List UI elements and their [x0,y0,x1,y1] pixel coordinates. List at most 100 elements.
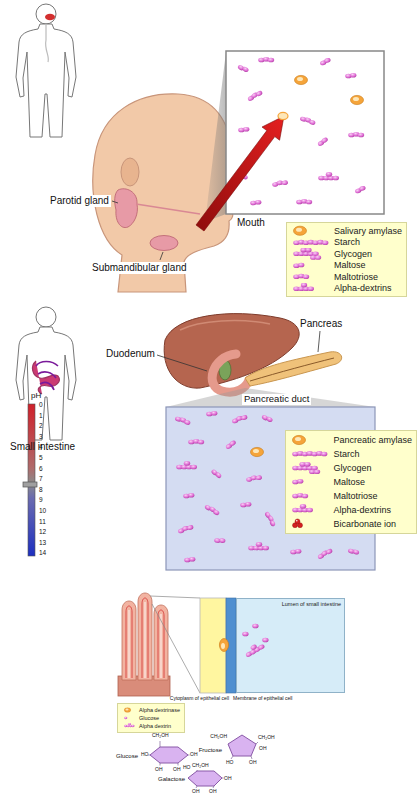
chem-group: HO [141,752,149,758]
maltotriose-molecule [246,474,263,482]
legend-sample-shape [124,717,127,719]
legend-box: Salivary amylaseStarchGlycogenMaltoseMal… [286,222,407,297]
legend-box: Alpha dextrinaseGlucoseAlpha dextrin [117,703,185,733]
ph-value: 9 [39,496,43,503]
maltose-molecule [345,73,356,78]
chem-group: OH [249,760,257,766]
salivary-amylase [351,95,364,104]
maltotriose-molecule [177,524,194,535]
legend-sample [290,433,330,447]
ph-value: 13 [39,539,46,546]
ph-value: 11 [39,518,46,525]
parotid-duct [136,204,200,214]
sugar-name: Fructose [199,747,222,754]
ph-value: 3 [39,433,43,440]
ph-value: 14 [39,549,46,556]
legend-sample [291,283,331,295]
ph-value: 2 [39,422,43,429]
maltose-molecule [183,493,194,498]
legend-sample [291,271,331,283]
maltotriose-molecule [188,439,204,444]
submandibular-gland [150,236,178,251]
legend-text: Bicarbonate ion [333,519,396,529]
legend-row: Maltose [291,260,402,272]
digestive-tract [46,24,49,62]
legend-sample [291,260,331,272]
legend-row: Alpha-dextrins [290,503,412,517]
legend-sample-shape [293,479,304,484]
body-silhouette [16,307,76,440]
legend-sample [122,706,136,714]
zoom-arrow [196,116,284,231]
salivary-amylase [278,112,288,119]
ph-value: 4 [39,443,43,450]
legend-sample-shape [293,493,309,498]
leader-line [112,201,118,203]
legend-box: Pancreatic amylaseStarchGlycogenMaltoseM… [285,430,417,534]
scale-title: pH [31,391,41,400]
ph-value: 10 [39,507,46,514]
legend-text: Glycogen [333,463,371,473]
legend-text: Alpha dextrinase [139,707,180,713]
legend-sample [122,714,136,722]
legend-text: Maltotriose [334,272,378,282]
legend-sample [291,237,331,249]
chem-group: CH₂OH [258,735,275,741]
legend-row: Starch [291,237,402,249]
region-label: Lumen of small intestine [237,599,344,609]
legend-text: Maltotriose [333,491,377,501]
legend-row: Maltose [290,475,412,489]
liver-shine [180,321,270,330]
chem-group: CH₂OH [210,734,227,740]
legend-text: Glycogen [334,249,372,259]
legend-sample [290,489,330,503]
legend-sample-shape [293,504,314,512]
legend-sample-shape [293,435,306,444]
legend-row: Pancreatic amylase [290,433,412,447]
chem-group: HO [226,760,234,766]
legend-row: Glycogen [290,461,412,475]
legend-sample [290,503,330,517]
gland-label: Parotid gland [48,195,111,207]
gland-label: Submandibular gland [90,262,189,274]
ph-scale-bar [28,404,35,556]
dextrin-molecule [248,542,269,550]
maltose-molecule [250,200,261,205]
legend-sample [290,517,330,531]
chem-group: OH [209,789,217,795]
legend-text: Alpha dextrin [139,723,171,729]
chem-group: CH₂OH [152,733,169,739]
ph-value: 5 [39,454,43,461]
chem-group: OH [259,746,267,752]
cell-part-label: Membrane of epithelial cell [233,696,292,702]
legend-sample-shape [293,248,321,260]
legend-text: Salivary amylase [334,226,402,236]
legend-row: Maltotriose [290,489,412,503]
ph-value: 0 [39,401,43,408]
galactose-ring [188,771,222,786]
leader-line [318,331,320,352]
maltose-molecule [214,537,226,544]
zoom-inset [226,51,384,214]
alpha-dextrinase [219,639,228,652]
legend-row: Alpha dextrin [122,722,180,730]
bond-line [231,742,258,759]
chem-group: OH [173,767,181,773]
organ-label: Pancreas [300,318,342,330]
parotid-gland [115,189,138,228]
dextrin-molecule [176,461,197,469]
legend-row: Alpha dextrinase [122,706,180,714]
maltose-molecule [354,185,366,194]
legend-sample-shape [293,519,303,528]
zoom-shadow [166,388,375,407]
legend-sample [291,225,331,237]
chem-group: HO [183,765,191,771]
maltotriose-molecule [317,547,334,560]
sugar-name: Glucose [116,753,138,760]
sugar-name: Galactose [158,776,185,783]
legend-text: Glucose [139,715,159,721]
legend-row: Maltotriose [291,271,402,283]
maltotriose-molecule [258,57,274,62]
capillary [126,598,164,678]
chem-group: OH [190,752,198,758]
